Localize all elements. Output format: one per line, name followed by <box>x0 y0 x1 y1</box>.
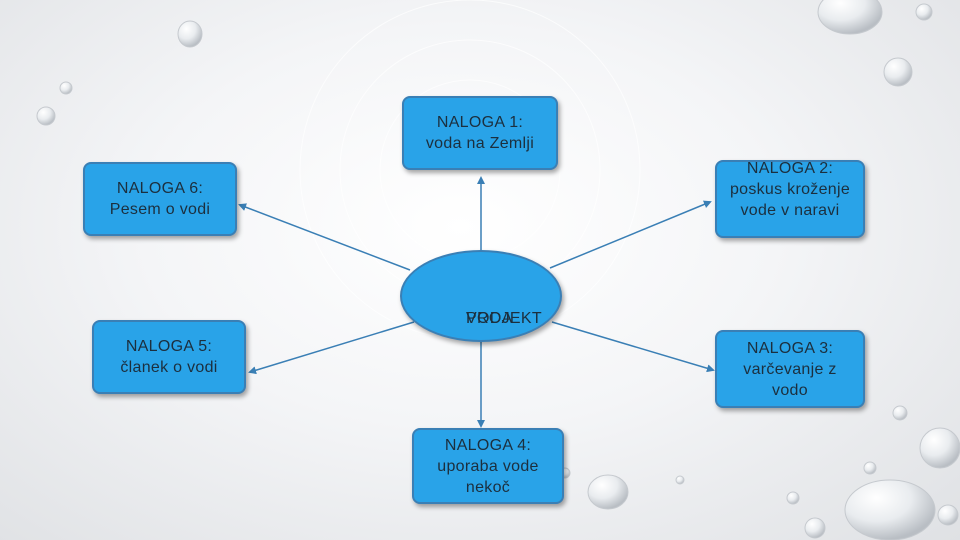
arrow-to-task-5 <box>248 321 415 375</box>
task-3-text: varčevanje z vodo <box>743 360 837 399</box>
task-1-title: NALOGA 1: <box>436 114 524 131</box>
task-4-title: NALOGA 4: <box>444 436 532 454</box>
task-1-node: NALOGA 1: voda na Zemlji <box>402 96 558 170</box>
arrow-to-task-6 <box>238 203 411 271</box>
task-1-text: voda na Zemlji <box>425 135 535 152</box>
task-3-node: NALOGA 3: varčevanje z vodo <box>715 330 865 408</box>
arrow-to-task-3 <box>551 321 715 373</box>
task-6-node: NALOGA 6: Pesem o vodi <box>83 162 237 236</box>
task-5-text: članek o vodi <box>120 359 218 376</box>
center-label-line-1: PROJEKT <box>466 310 542 327</box>
task-2-node: NALOGA 2: poskus kroženje vode v naravi <box>715 160 865 238</box>
task-2-title: NALOGA 2: <box>746 160 834 177</box>
project-center-node: PROJEKT VODA <box>400 250 562 342</box>
task-4-text: uporaba vode nekoč <box>437 457 539 496</box>
center-label-line-2: VODA <box>466 310 513 327</box>
arrow-to-task-2 <box>549 200 712 269</box>
task-2-text: poskus kroženje vode v naravi <box>729 181 851 219</box>
task-5-title: NALOGA 5: <box>125 338 213 355</box>
task-6-text: Pesem o vodi <box>109 201 211 218</box>
task-5-node: NALOGA 5: članek o vodi <box>92 320 246 394</box>
task-3-title: NALOGA 3: <box>746 339 834 357</box>
task-4-node: NALOGA 4: uporaba vode nekoč <box>412 428 564 504</box>
task-6-title: NALOGA 6: <box>116 180 204 197</box>
